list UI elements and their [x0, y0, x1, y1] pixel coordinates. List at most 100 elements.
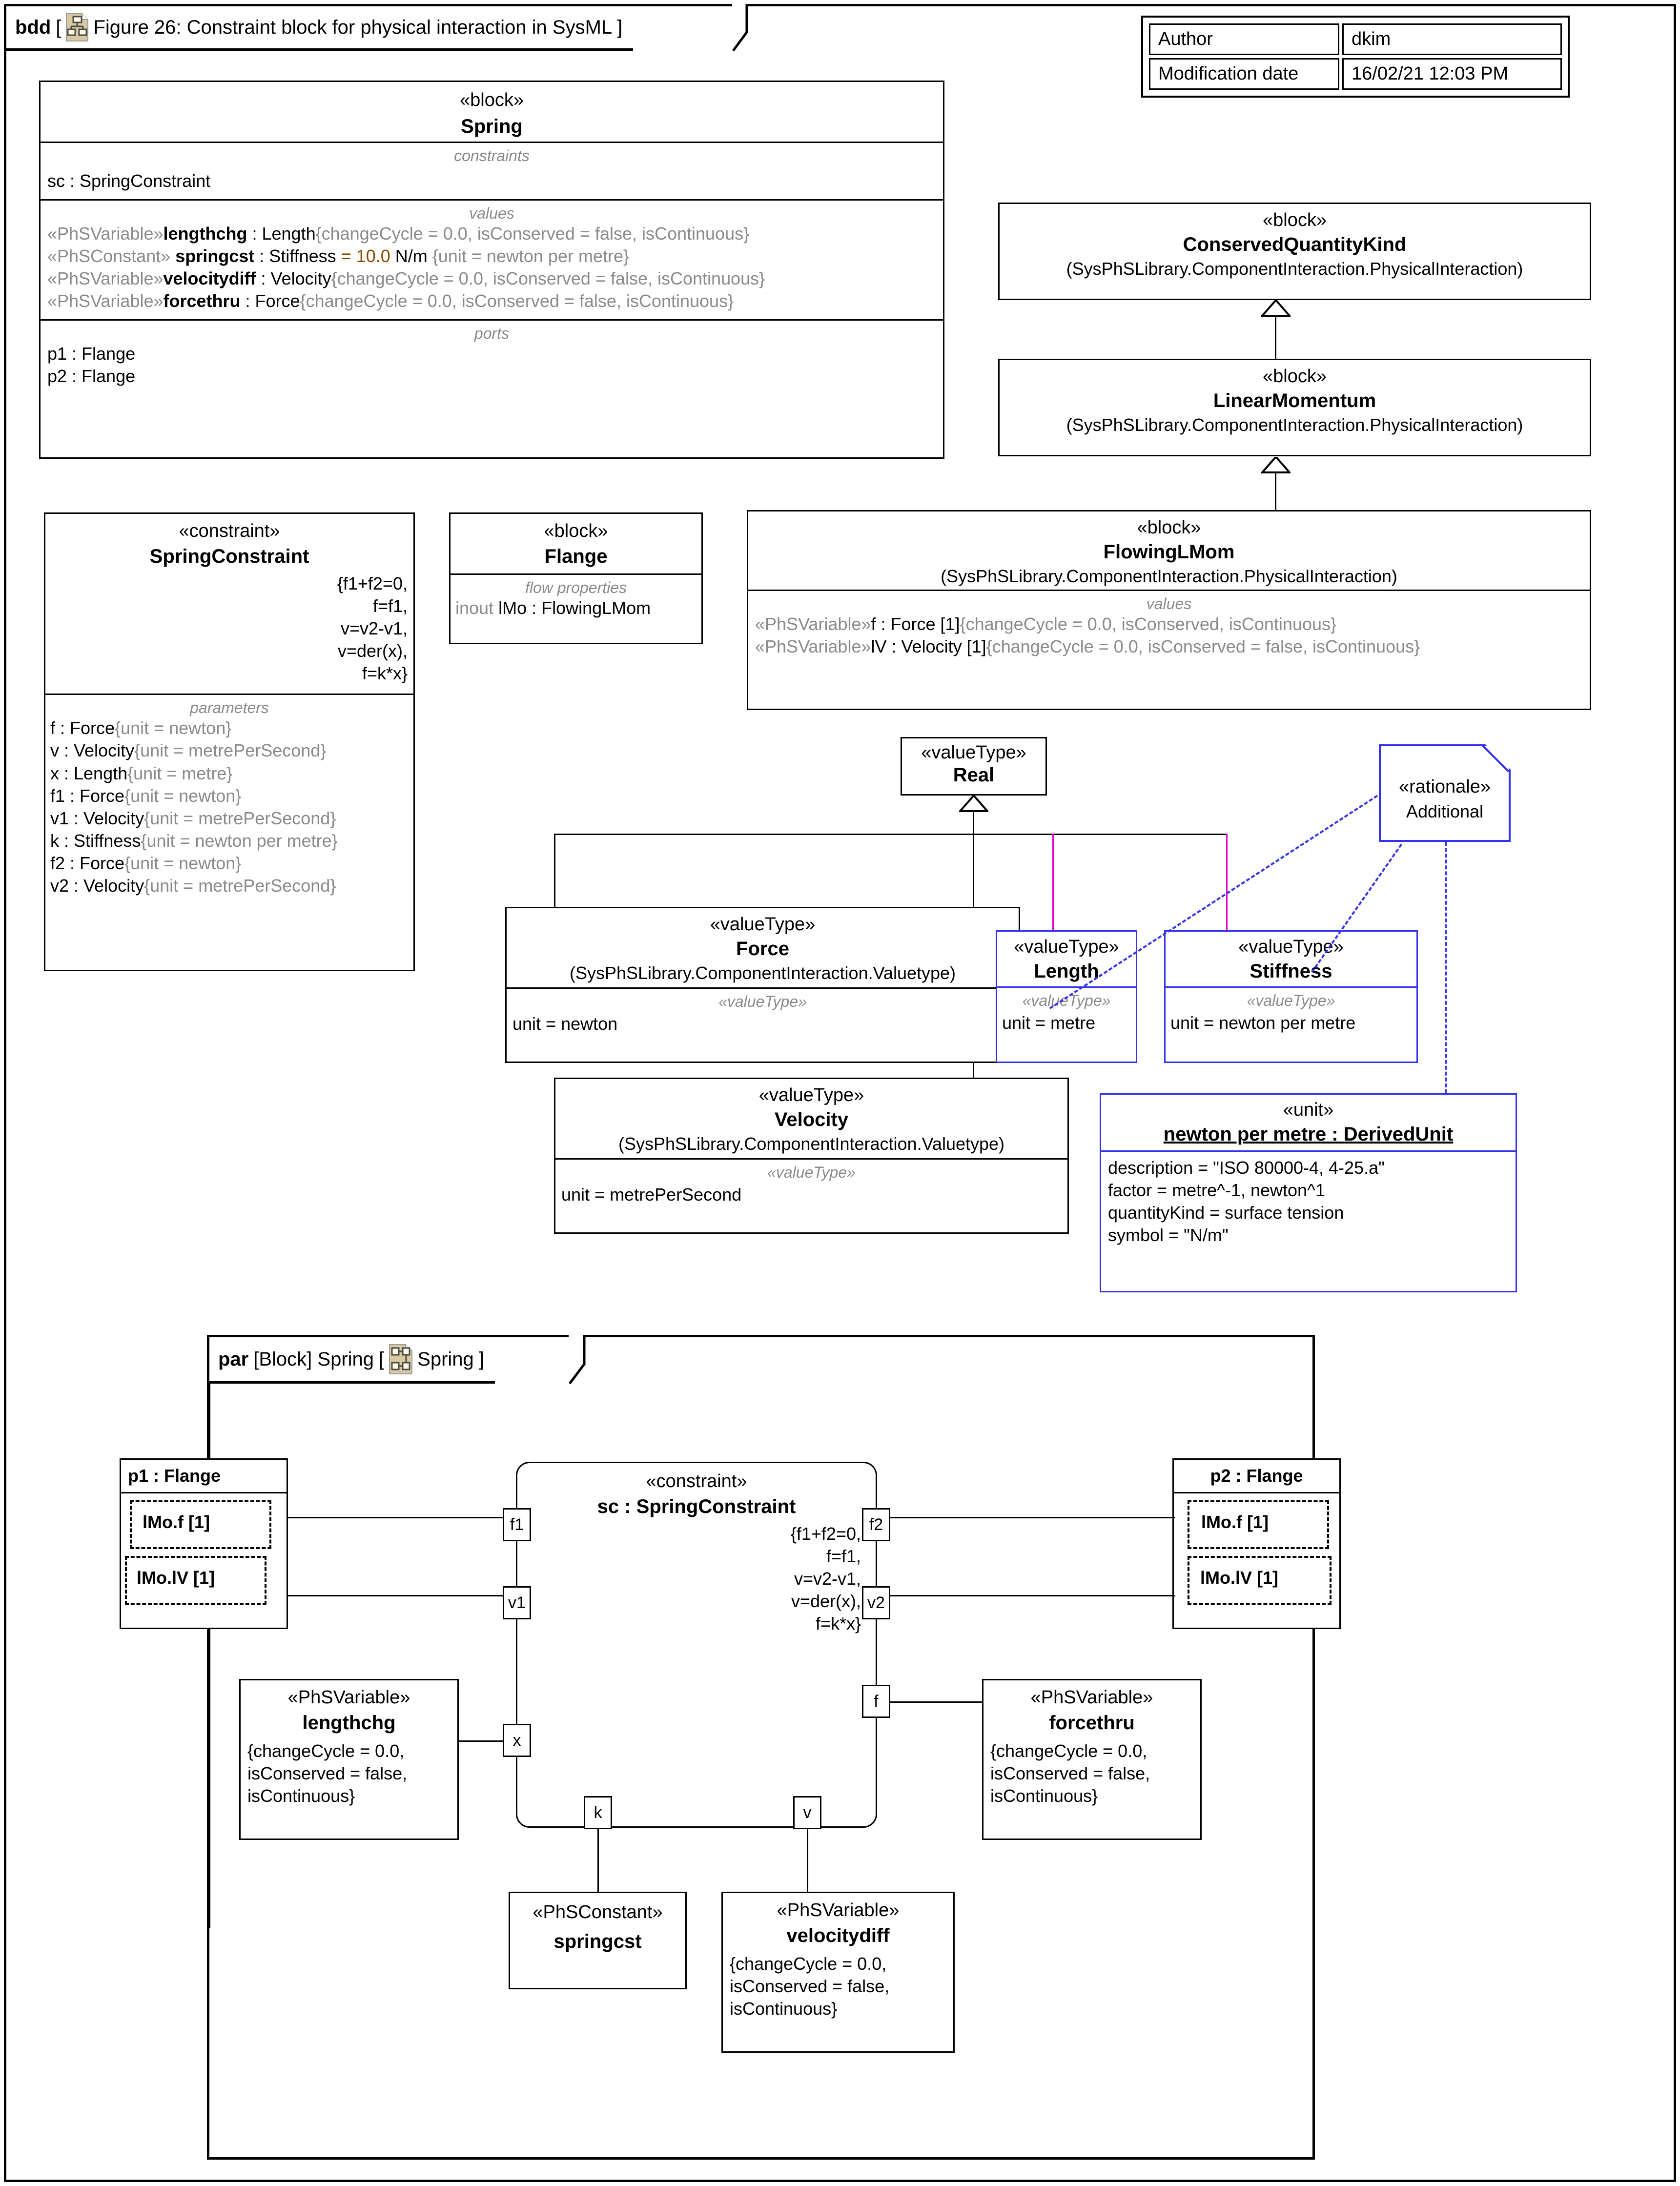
derived-unit-attribute: symbol = "N/m": [1108, 1225, 1229, 1246]
forcethru-name: forcethru: [163, 291, 241, 311]
forcethru-type: : Force: [240, 291, 300, 311]
sc-usage-equation: v=der(x),: [791, 1591, 861, 1612]
constraint-port-v[interactable]: v: [793, 1796, 821, 1829]
param-name: k : Stiffness: [50, 830, 141, 851]
springcst-unit-symbol: N/m: [390, 246, 432, 266]
constraint-port-k[interactable]: k: [584, 1796, 612, 1829]
length-name: Length: [1034, 960, 1099, 982]
flm-name: FlowingLMom: [1103, 541, 1235, 563]
par-frame-prefix: [Block] Spring: [253, 1348, 374, 1370]
generalization-arrow-cqk: [1261, 300, 1291, 317]
rationale-note: «rationale» Additional: [1379, 743, 1512, 842]
value-item-velocitydiff: «PhSVariable»velocitydiff : Velocity{cha…: [47, 267, 936, 290]
velocitydiff-type: : Velocity: [256, 268, 331, 289]
link-drop-length: [1052, 834, 1054, 931]
flm-value-item-f: «PhSVariable»f : Force [1]{changeCycle =…: [755, 613, 1583, 635]
forcethru-props: {changeCycle = 0.0, isConserved = false,…: [300, 291, 734, 311]
derived-unit-name: newton per metre : DerivedUnit: [1163, 1124, 1454, 1145]
rationale-link-to-derivedunit: [1445, 842, 1447, 1093]
note-fold-corner: [1481, 744, 1510, 773]
generalization-arrow-real: [959, 796, 988, 812]
flm-values-label: values: [1146, 595, 1192, 613]
flange-flow-compartment: flow properties inout lMo : FlowingLMom: [451, 573, 701, 624]
param-unit: {unit = newton}: [115, 718, 232, 738]
par-diagram-icon: [389, 1344, 413, 1374]
binding-connector-v-velocitydiff: [807, 1829, 808, 1892]
flm-lv-name: lV : Velocity [1]: [871, 636, 986, 657]
force-unit: unit = newton: [512, 1014, 618, 1034]
constraint-port-v2[interactable]: v2: [862, 1586, 890, 1619]
derived-unit-stereotype: «unit»: [1283, 1100, 1334, 1120]
forcethru-prop-line: isConserved = false,: [990, 1763, 1150, 1784]
generalization-line-flm-lm: [1275, 471, 1276, 511]
generalization-line-lm-cqk: [1275, 315, 1276, 360]
length-header: «valueType» Length: [997, 932, 1136, 986]
binding-connector-p1lv-v1: [288, 1595, 504, 1596]
stiffness-valuetype-block: «valueType» Stiffness «valueType» unit =…: [1164, 930, 1418, 1063]
constraints-compartment-label: constraints: [454, 147, 530, 164]
derived-unit-attributes: description = "ISO 80000-4, 4-25.a" fact…: [1101, 1150, 1516, 1251]
constraint-port-f2[interactable]: f2: [862, 1508, 890, 1541]
spring-values-compartment: values «PhSVariable»lengthchg : Length{c…: [41, 199, 943, 319]
parameter-item-v1: v1 : Velocity{unit = metrePerSecond}: [50, 807, 409, 830]
constraint-port-f1[interactable]: f1: [503, 1508, 531, 1541]
lengthchg-property: «PhSVariable» lengthchg {changeCycle = 0…: [239, 1679, 459, 1840]
force-name: Force: [736, 938, 789, 960]
author-label: Author: [1149, 23, 1339, 55]
constraint-port-x[interactable]: x: [503, 1724, 531, 1757]
force-valuetype-block: «valueType» Force (SysPhSLibrary.Compone…: [505, 907, 1020, 1063]
sc-equation: f=f1,: [372, 596, 408, 616]
forcethru-prop-line: {changeCycle = 0.0,: [990, 1741, 1147, 1761]
generalization-bus-horizontal: [554, 834, 1228, 835]
constraint-port-f[interactable]: f: [862, 1685, 890, 1718]
sc-header: «constraint» SpringConstraint {f1+f2=0, …: [45, 514, 413, 685]
cqk-qualified-name: (SysPhSLibrary.ComponentInteraction.Phys…: [1066, 259, 1523, 279]
cqk-stereotype: «block»: [1263, 210, 1327, 230]
springcst-prop-stereotype: «PhSConstant»: [533, 1902, 663, 1922]
p2-flow-box-lv: [1188, 1556, 1332, 1605]
par-frame-title: Spring: [417, 1348, 474, 1370]
param-name: v1 : Velocity: [50, 808, 144, 828]
flow-property-item: inout lMo : FlowingLMom: [455, 597, 697, 619]
stiffness-stereotype: «valueType»: [1238, 937, 1344, 957]
sc-usage-equation: f=k*x}: [815, 1614, 861, 1634]
bdd-frame: [4, 4, 1676, 2182]
p1-flow-compartment: lMo.f [1] lMo.lV [1]: [121, 1492, 287, 1607]
lm-stereotype: «block»: [1263, 366, 1327, 387]
derived-unit-attribute: factor = metre^-1, newton^1: [1108, 1180, 1325, 1201]
param-unit: {unit = newton per metre}: [141, 830, 338, 851]
force-values-compartment: «valueType» unit = newton: [507, 987, 1019, 1040]
length-values-compartment: «valueType» unit = metre: [997, 986, 1136, 1038]
value-item-forcethru: «PhSVariable»forcethru : Force{changeCyc…: [47, 290, 936, 312]
lengthchg-prop-line: isContinuous}: [247, 1786, 355, 1806]
flm-value-item-lv: «PhSVariable»lV : Velocity [1]{changeCyc…: [755, 635, 1583, 658]
springcst-name: springcst: [170, 246, 255, 266]
p1-flange-part: p1 : Flange lMo.f [1] lMo.lV [1]: [120, 1458, 288, 1629]
flow-properties-label: flow properties: [525, 579, 627, 596]
sc-name: SpringConstraint: [149, 546, 309, 567]
binding-connector-lengthchg-x: [459, 1740, 504, 1742]
stiffness-name: Stiffness: [1250, 960, 1332, 982]
velocitydiff-property: «PhSVariable» velocitydiff {changeCycle …: [721, 1892, 955, 2053]
p2-flow-label-f: lMo.f [1]: [1198, 1512, 1271, 1533]
sc-constraint-usage: «constraint» sc : SpringConstraint {f1+f…: [516, 1462, 877, 1828]
springcst-type: : Stiffness: [254, 246, 336, 266]
length-stereotype: «valueType»: [1014, 937, 1119, 957]
flm-f-stereotype: «PhSVariable»: [755, 614, 871, 634]
par-frame-bracket-open: [: [379, 1348, 385, 1370]
velocity-values-compartment: «valueType» unit = metrePerSecond: [555, 1158, 1067, 1211]
springcst-props: {unit = newton per metre}: [432, 246, 630, 266]
constraint-port-v1[interactable]: v1: [503, 1586, 531, 1619]
p2-flow-compartment: lMo.f [1] lMo.lV [1]: [1174, 1492, 1339, 1607]
flow-property-name: lMo : FlowingLMom: [498, 598, 651, 618]
velocity-qualified-name: (SysPhSLibrary.ComponentInteraction.Valu…: [618, 1134, 1005, 1154]
velocity-valuetype-block: «valueType» Velocity (SysPhSLibrary.Comp…: [554, 1078, 1069, 1234]
velocitydiff-name: velocitydiff: [163, 268, 256, 289]
lengthchg-prop-line: isConserved = false,: [247, 1763, 408, 1784]
flm-values-compartment: values «PhSVariable»f : Force [1]{change…: [748, 590, 1590, 663]
force-compartment-label: «valueType»: [718, 993, 807, 1010]
sc-equation: {f1+f2=0,: [337, 573, 408, 593]
param-name: v2 : Velocity: [50, 875, 144, 896]
lengthchg-header: «PhSVariable» lengthchg: [241, 1680, 457, 1734]
constraint-item: sc : SpringConstraint: [47, 171, 211, 191]
